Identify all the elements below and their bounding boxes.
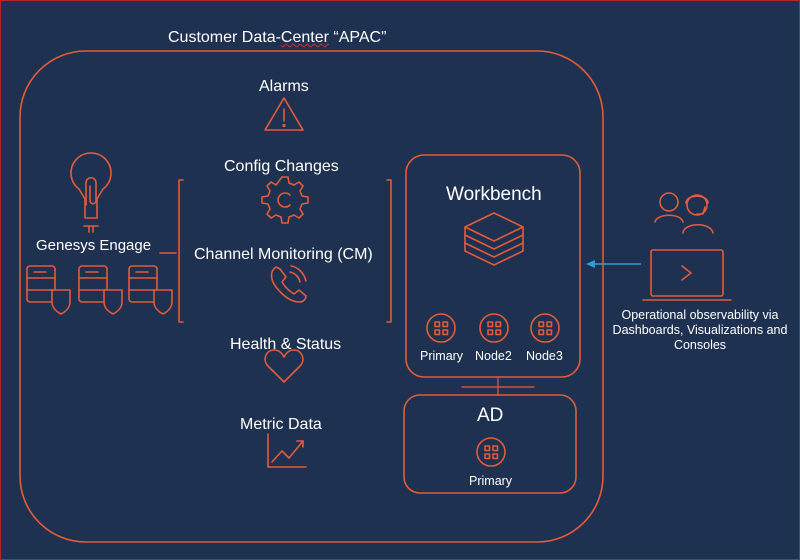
datacenter-box bbox=[19, 50, 604, 543]
phone-icon bbox=[270, 265, 307, 303]
health-status-label: Health & Status bbox=[230, 336, 342, 353]
genesys-engage-label: Genesys Engage bbox=[36, 237, 152, 254]
workbench-box bbox=[405, 154, 581, 378]
node-icon bbox=[426, 313, 456, 343]
server-icon bbox=[78, 265, 123, 315]
right-bracket bbox=[386, 179, 392, 323]
node-icon bbox=[476, 437, 506, 467]
ad-box bbox=[403, 394, 577, 494]
workbench-node3-label: Node3 bbox=[526, 349, 563, 363]
workbench-title: Workbench bbox=[446, 184, 542, 205]
operators-icon bbox=[654, 192, 714, 234]
workbench-stack-icon bbox=[464, 212, 524, 266]
server-icon bbox=[26, 265, 71, 315]
genesys-engage-icon bbox=[70, 152, 112, 233]
laptop-console-icon bbox=[642, 249, 732, 301]
heart-icon bbox=[264, 349, 304, 383]
observability-arrow bbox=[586, 260, 641, 268]
node-icon bbox=[479, 313, 509, 343]
channel-monitoring-label: Channel Monitoring (CM) bbox=[194, 246, 373, 263]
observability-caption: Operational observability via Dashboards… bbox=[612, 308, 788, 352]
ad-node-primary-label: Primary bbox=[469, 474, 513, 488]
alarm-icon bbox=[264, 97, 304, 131]
gear-icon bbox=[261, 176, 309, 224]
cluster-connector bbox=[461, 376, 535, 396]
config-changes-label: Config Changes bbox=[224, 158, 339, 175]
metric-chart-icon bbox=[267, 433, 307, 468]
metric-data-label: Metric Data bbox=[240, 416, 322, 433]
datacenter-title: Customer Data-Center “APAC” bbox=[168, 29, 387, 46]
workbench-node2-label: Node2 bbox=[475, 349, 512, 363]
node-icon bbox=[530, 313, 560, 343]
alarms-label: Alarms bbox=[259, 78, 309, 95]
ad-title: AD bbox=[477, 405, 504, 426]
workbench-node-primary-label: Primary bbox=[420, 349, 464, 363]
left-bracket bbox=[178, 179, 184, 323]
server-icon bbox=[128, 265, 173, 315]
